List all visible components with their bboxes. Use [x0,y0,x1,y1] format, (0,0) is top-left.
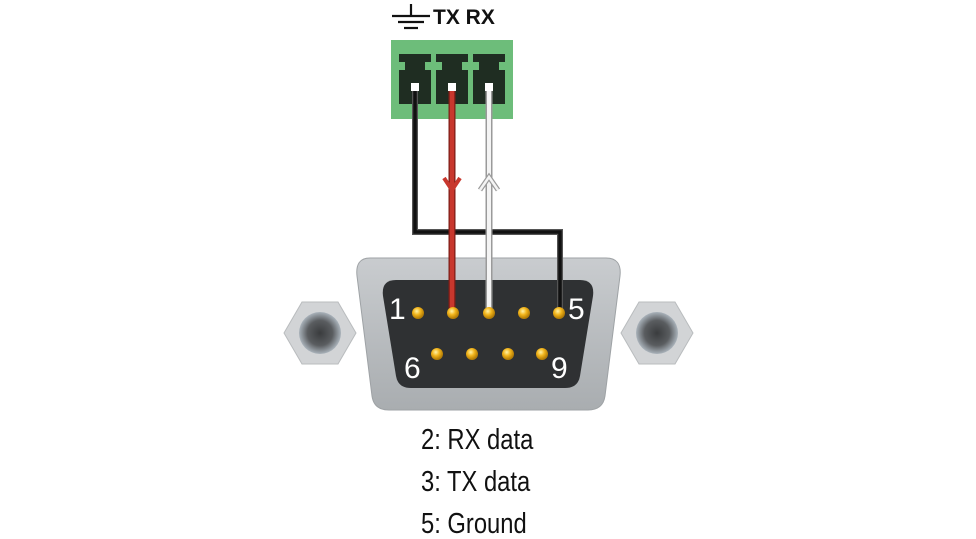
pins [412,307,565,360]
pin-9 [536,348,548,360]
pin-legend: 2: RX data 3: TX data 5: Ground [421,423,534,539]
ground-symbol-icon [392,4,430,30]
pin-6 [431,348,443,360]
legend-item: 5: Ground [421,507,527,539]
db9-connector [356,257,621,411]
pin-label-1: 1 [389,293,406,326]
terminal-block [391,40,513,119]
left-hex-nut [283,301,357,365]
right-hex-nut [620,301,694,365]
pin-4 [518,307,530,319]
pin-2 [447,307,459,319]
pin-1 [412,307,424,319]
pin-label-6: 6 [404,352,421,385]
pin-3 [483,307,495,319]
legend-item: 2: RX data [421,423,534,456]
pin-5 [553,307,565,319]
legend-item: 3: TX data [421,465,530,498]
pin-8 [502,348,514,360]
pin-label-5: 5 [568,293,585,326]
tx-arrow-down-icon [442,176,462,194]
pin-7 [466,348,478,360]
pin-label-9: 9 [551,352,568,385]
header-label: TX RX [433,6,495,29]
